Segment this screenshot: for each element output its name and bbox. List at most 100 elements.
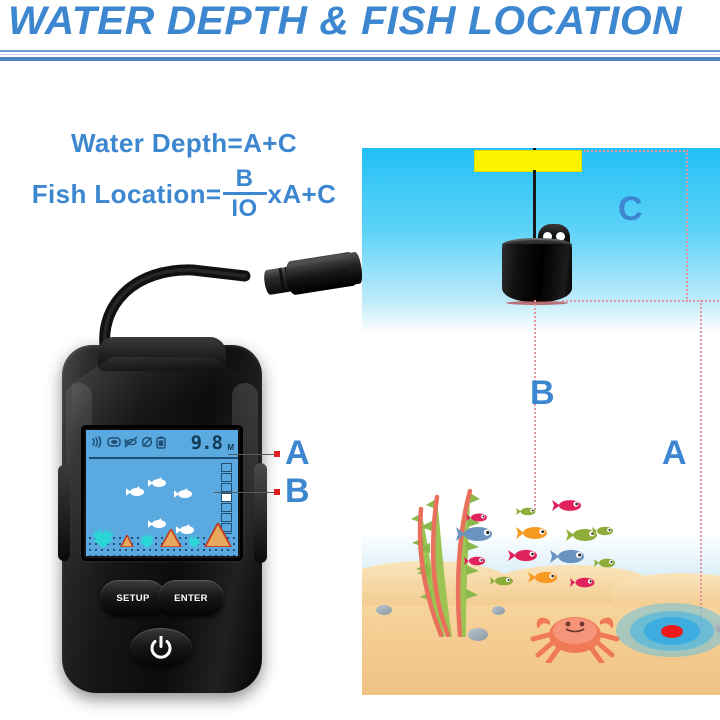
dim-line-b-vertical [534, 300, 536, 510]
device-cable [99, 264, 251, 348]
device-grip-right [254, 463, 267, 563]
scale-cell [221, 473, 232, 482]
depth-alarm-off-icon [141, 436, 153, 448]
lcd-divider [89, 457, 238, 459]
fish-icon [528, 571, 557, 584]
lcd-depth-value: 9.8 [190, 432, 223, 454]
callout-marker-a [274, 451, 280, 457]
dim-label-c: C [618, 190, 643, 228]
scale-cell [221, 503, 232, 512]
transducer-eyelet-hole [543, 232, 552, 241]
dim-label-a: A [662, 434, 687, 472]
device-grip-left [58, 465, 70, 561]
scale-cell [221, 523, 232, 532]
callout-label-b: B [285, 472, 310, 510]
fish-icon [594, 558, 615, 568]
fish-icon [566, 529, 597, 541]
lcd-rock-icon [120, 535, 134, 547]
callout-marker-b [274, 489, 280, 495]
lcd-status-bar: 9.8 M [86, 430, 238, 456]
fish-icon [466, 513, 487, 522]
fish-icon [592, 526, 613, 536]
header-divider-mid [0, 54, 720, 55]
lcd-fish-icon [176, 524, 194, 534]
lcd-screen: 9.8 M [86, 430, 238, 556]
dim-line-c-bottom [562, 300, 688, 302]
lcd-fish-icon [148, 477, 166, 487]
dim-label-b: B [530, 374, 555, 412]
lcd-weed-icon [188, 535, 200, 548]
lcd-weed-icon [92, 528, 114, 548]
lcd-depth-unit: M [227, 443, 234, 452]
fish-icon [490, 576, 513, 586]
fish-icon [550, 549, 584, 564]
formula-fish-location-suffix: xA+C [267, 179, 337, 209]
dim-line-a-vertical [700, 300, 702, 636]
formula-block: Water Depth=A+C Fish Location= B IO xA+C [14, 128, 354, 222]
fraction-denominator: IO [231, 195, 258, 222]
lcd-rock-icon [160, 529, 182, 547]
formula-fish-location: Fish Location= B IO xA+C [14, 165, 354, 222]
transducer-emitter-glow [506, 301, 568, 305]
device-top-cap [98, 337, 226, 371]
page-title: WATER DEPTH & FISH LOCATION [8, 0, 683, 43]
lcd-fish-icon [174, 488, 192, 498]
transducer-body [502, 244, 572, 302]
callout-line-a [228, 454, 278, 455]
fraction-numerator: B [235, 165, 254, 192]
crab-icon [530, 617, 620, 663]
transducer-eyelet-hole [556, 232, 565, 241]
scale-cell [221, 463, 232, 472]
battery-icon [156, 435, 166, 449]
lcd-weed-icon [140, 533, 154, 548]
cable-connector [260, 248, 365, 301]
formula-fraction: B IO [222, 165, 267, 222]
sonar-transducer [502, 224, 572, 305]
formula-water-depth: Water Depth=A+C [70, 128, 298, 158]
enter-button[interactable]: ENTER [158, 580, 224, 616]
scale-cell [221, 483, 232, 492]
button-row: SETUP ENTER [100, 580, 224, 616]
pebble [714, 621, 720, 633]
dim-line-a-top [686, 300, 720, 302]
sonar-waves-icon [92, 436, 102, 448]
dim-line-c-vertical [686, 150, 688, 302]
setup-button[interactable]: SETUP [100, 580, 166, 616]
header-divider-bottom [0, 57, 720, 61]
transducer-lead-line [533, 170, 536, 242]
fraction-bar [222, 192, 267, 195]
callout-label-a: A [285, 434, 310, 472]
kelp-plant [411, 488, 480, 637]
device-chamfer [72, 357, 252, 427]
formula-fish-location-prefix: Fish Location= [31, 179, 222, 209]
fish-icon [570, 577, 595, 588]
fish-alarm-off-icon [124, 436, 138, 448]
fish-icon [464, 556, 485, 566]
fish-alarm-icon [107, 437, 121, 447]
pebble [376, 605, 392, 615]
fish-icon [516, 527, 547, 539]
header-divider-top [0, 50, 720, 52]
pebble [468, 628, 488, 641]
callout-line-b [214, 492, 278, 493]
seabed-hump [612, 573, 720, 607]
fish-icon [508, 549, 537, 562]
lcd-fish-icon [126, 486, 144, 496]
pebble [492, 606, 505, 615]
yellow-float [474, 150, 582, 172]
power-button[interactable] [130, 628, 192, 668]
fish-icon [516, 507, 536, 516]
dim-line-c-top [584, 150, 688, 152]
scale-cell [221, 513, 232, 522]
fish-icon [552, 500, 581, 511]
fish-target-dot [661, 625, 683, 638]
power-icon [150, 636, 172, 659]
device-body: 9.8 M [58, 337, 267, 693]
lcd-bezel: 9.8 M [81, 425, 243, 561]
fish-icon [456, 527, 492, 541]
underwater-diagram: C B A [362, 148, 720, 695]
lcd-status-icons [90, 435, 166, 449]
scale-cell-filled [221, 493, 232, 502]
lcd-fish-icon [148, 518, 166, 528]
